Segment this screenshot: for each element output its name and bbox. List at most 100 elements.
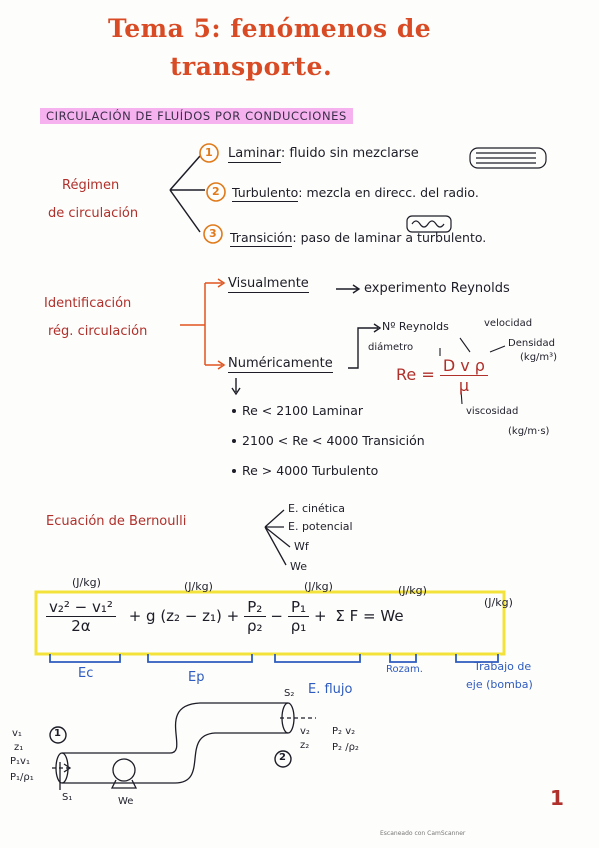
mid-var-z2: z₂: [300, 740, 310, 751]
reynolds-formula: Re = D v ρ μ: [396, 356, 488, 395]
label-trabajo-line2: eje (bomba): [466, 678, 533, 691]
reynolds-fraction: D v ρ μ: [439, 356, 488, 395]
identificacion-arrowheads: [217, 278, 226, 370]
regimen-transicion-name: Transición: [230, 230, 293, 247]
label-rozam: Rozam.: [386, 664, 423, 675]
units-ec: (J/kg): [72, 576, 101, 589]
bernoulli-arrows: [264, 509, 291, 566]
term-kinetic-num: v₂² − v₁²: [46, 598, 116, 617]
regimen-transicion-desc: : paso de laminar a turbulento.: [292, 230, 487, 245]
regimen-label-line2: de circulación: [48, 206, 139, 221]
left-var-p1v1: P₁v₁: [10, 756, 30, 767]
term-minus: −: [270, 607, 283, 625]
left-var-p1rho1: P₁/ρ₁: [10, 772, 34, 783]
left-var-v1: v₁: [12, 728, 22, 739]
right-var-p2v2: P₂ v₂: [332, 726, 356, 737]
number-circle-3: [203, 224, 223, 244]
bernoulli-box: [34, 590, 506, 656]
regimen-label-line1: Régimen: [62, 178, 120, 193]
bullet-3: [232, 469, 236, 473]
page-title-line2: transporte.: [170, 52, 333, 81]
label-s1: S₁: [62, 792, 73, 803]
down-arrow: [231, 378, 241, 396]
term-p1-num: P₁: [287, 598, 310, 617]
reynolds-connectors: [439, 337, 506, 405]
viscosidad-units: (kg/m·s): [508, 426, 550, 437]
units-ep: (J/kg): [184, 580, 213, 593]
regimen-num-1: 1: [205, 146, 213, 159]
regimen-num-2: 2: [212, 185, 220, 198]
label-eflujo: E. flujo: [308, 682, 353, 697]
bullet-2: [232, 439, 236, 443]
bullet-1: [232, 409, 236, 413]
regimen-turbulento: Turbulento: mezcla en direcc. del radio.: [232, 185, 479, 202]
point-2-label: 2: [279, 752, 286, 763]
term-p2-den: ρ₂: [247, 617, 263, 635]
densidad-label: Densidad: [508, 338, 556, 349]
regimen-brace: [169, 155, 205, 233]
laminar-flow-icon: [469, 147, 547, 169]
criterion-turbulento: Re > 4000 Turbulento: [242, 463, 379, 478]
bernoulli-term-cinetica: E. cinética: [288, 502, 345, 515]
regimen-transicion: Transición: paso de laminar a turbulento…: [230, 230, 487, 247]
turbulent-flow-icon: [406, 215, 452, 233]
term-kinetic-den: 2α: [71, 617, 91, 635]
regimen-laminar-name: Laminar: [228, 146, 281, 163]
footer-scanner: Escaneado con CamScanner: [380, 830, 466, 837]
identificacion-label-line2: rég. circulación: [48, 324, 148, 339]
label-we-pump: We: [118, 796, 134, 807]
units-rozam: (J/kg): [398, 584, 427, 597]
term-potential: + g (z₂ − z₁) +: [128, 607, 240, 625]
point-1-circle: [49, 726, 67, 744]
viscosidad-label: viscosidad: [466, 406, 519, 417]
point-2-circle: [274, 750, 292, 768]
term-underbraces: [49, 654, 499, 663]
page-title-line1: Tema 5: fenómenos de: [108, 14, 432, 43]
identificacion-brace: [180, 282, 222, 366]
regimen-laminar-desc: : fluido sin mezclarse: [280, 146, 419, 161]
mid-var-v2: v₂: [300, 726, 310, 737]
page-number: 1: [550, 786, 564, 810]
term-kinetic: v₂² − v₁² 2α: [46, 598, 116, 635]
visual-arrow: [336, 284, 361, 294]
pipe-diagram: [52, 702, 316, 790]
visual-result: experimento Reynolds: [364, 281, 510, 296]
bernoulli-term-wf: Wf: [294, 540, 309, 553]
term-p2-num: P₂: [244, 598, 266, 617]
term-plus: +: [314, 607, 327, 625]
densidad-units: (kg/m³): [520, 352, 558, 363]
label-trabajo-line1: Trabajo de: [474, 660, 532, 673]
term-p1-den: ρ₁: [290, 617, 307, 635]
velocidad-label: velocidad: [484, 318, 533, 329]
section-heading: CIRCULACIÓN DE FLUÍDOS POR CONDUCCIONES: [40, 108, 353, 124]
bernoulli-equation: v₂² − v₁² 2α + g (z₂ − z₁) + P₂ ρ₂ − P₁ …: [46, 598, 404, 635]
regimen-num-3: 3: [209, 227, 217, 240]
left-var-z1: z₁: [14, 742, 24, 753]
number-circle-2: [206, 182, 226, 202]
bernoulli-label: Ecuación de Bernoulli: [46, 514, 187, 529]
identificacion-label-line1: Identificación: [44, 296, 132, 311]
term-p1: P₁ ρ₁: [287, 598, 310, 635]
reynolds-numerator: D v ρ: [439, 356, 488, 376]
reynolds-denominator: μ: [458, 376, 469, 395]
term-p2: P₂ ρ₂: [244, 598, 266, 635]
regimen-turbulento-desc: : mezcla en direcc. del radio.: [298, 185, 479, 200]
reynolds-arrow: [348, 323, 382, 369]
units-we: (J/kg): [484, 596, 513, 609]
label-ep: Ep: [188, 670, 205, 685]
point-1-label: 1: [54, 728, 61, 739]
reynolds-label: Nº Reynolds: [382, 320, 449, 333]
regimen-turbulento-name: Turbulento: [232, 185, 299, 202]
term-friction-work: Σ F = We: [335, 607, 404, 625]
visual-label: Visualmente: [228, 276, 309, 293]
bernoulli-term-we: We: [290, 560, 307, 573]
regimen-laminar: Laminar: fluido sin mezclarse: [228, 146, 419, 163]
reynolds-re: Re: [396, 365, 417, 384]
bernoulli-term-potencial: E. potencial: [288, 520, 353, 533]
label-s2: S₂: [284, 688, 295, 699]
diametro-label: diámetro: [368, 342, 414, 353]
units-eflujo: (J/kg): [304, 580, 333, 593]
number-circle-1: [199, 143, 219, 163]
label-ec: Ec: [78, 666, 94, 681]
